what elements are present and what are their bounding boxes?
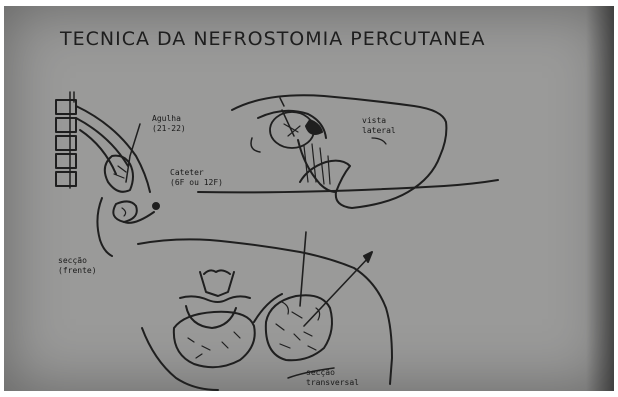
needle-label-line1: Agulha — [152, 114, 186, 124]
lateral-label-line1: vista — [362, 116, 396, 126]
frontal-label-line2: (frente) — [58, 266, 97, 276]
lateral-view-kidney — [198, 95, 498, 208]
transverse-label-line1: secção — [306, 368, 359, 378]
needle-label: Agulha (21-22) — [152, 114, 186, 134]
transverse-section — [138, 232, 392, 390]
transverse-label-line2: transversal — [306, 378, 359, 388]
catheter-label-line1: Cateter — [170, 168, 223, 178]
catheter-label: Cateter (6F ou 12F) — [170, 168, 223, 188]
lateral-view-label: vista lateral — [362, 116, 396, 136]
projected-slide: TECNICA DA NEFROSTOMIA PERCUTANEA — [4, 6, 614, 391]
frontal-label-line1: secção — [58, 256, 97, 266]
transverse-section-label: secção transversal — [306, 368, 359, 388]
needle-label-line2: (21-22) — [152, 124, 186, 134]
diagram-drawing — [4, 6, 614, 391]
frontal-section-kidney — [76, 106, 159, 256]
frontal-section-label: secção (frente) — [58, 256, 97, 276]
catheter-label-line2: (6F ou 12F) — [170, 178, 223, 188]
frontal-section-spine — [56, 92, 76, 188]
lateral-label-line2: lateral — [362, 126, 396, 136]
